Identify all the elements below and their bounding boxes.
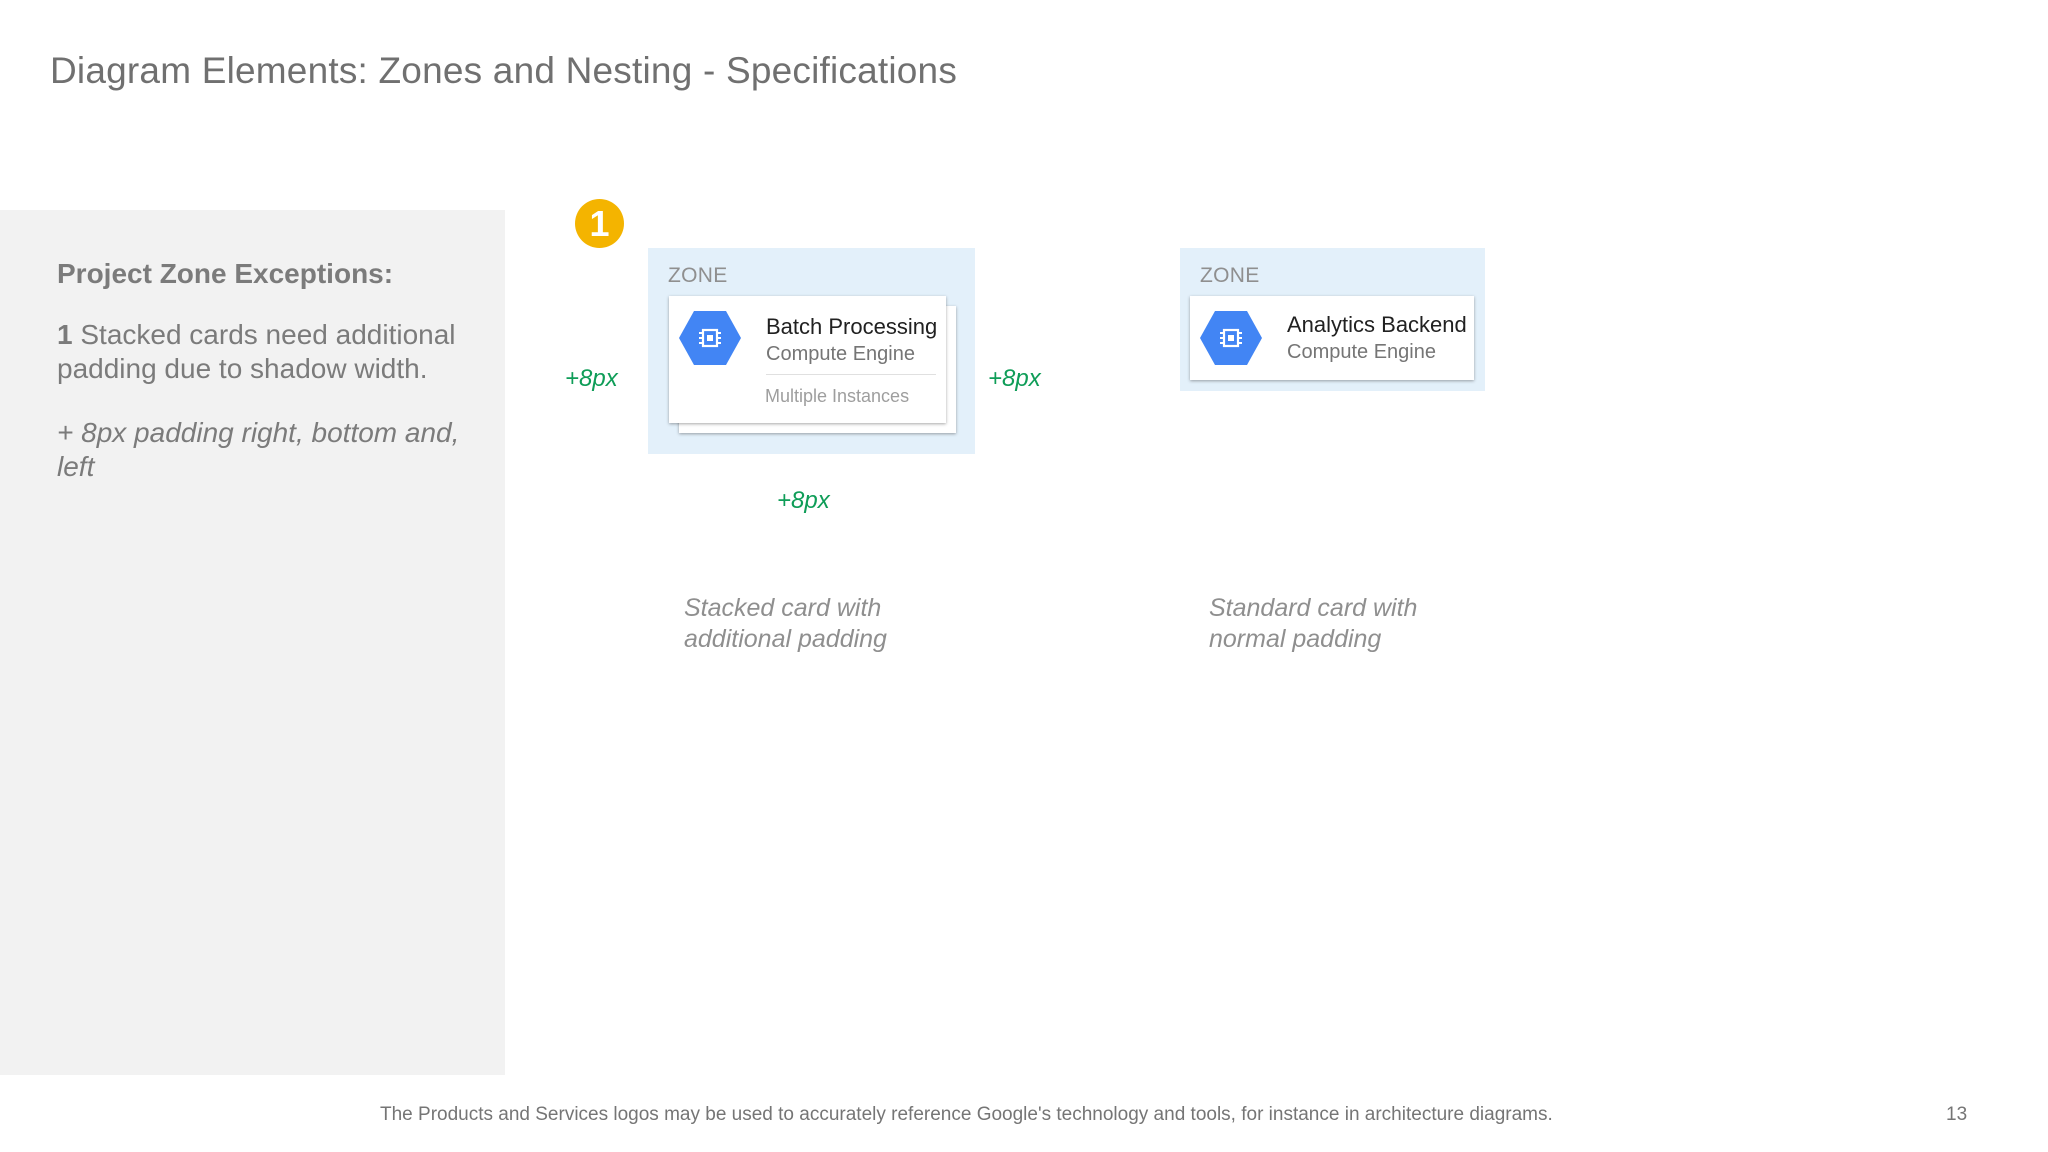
side-panel-heading: Project Zone Exceptions:	[57, 258, 394, 289]
card-title: Batch Processing	[766, 314, 938, 339]
callout-marker: 1	[575, 199, 624, 248]
note-text: Stacked cards need additional padding du…	[57, 319, 456, 384]
card-divider	[766, 374, 936, 375]
card-subtitle: Compute Engine	[766, 343, 915, 365]
padding-note: + 8px padding right, bottom and, left	[57, 417, 460, 482]
standard-card: Analytics Backend Compute Engine	[1190, 296, 1474, 380]
stacked-caption: Stacked card with additional padding	[684, 594, 887, 653]
zone-label: ZONE	[668, 264, 728, 287]
compute-engine-icon	[679, 311, 741, 365]
card-extra-label: Multiple Instances	[765, 386, 910, 406]
card-subtitle: Compute Engine	[1287, 341, 1436, 363]
standard-caption: Standard card with normal padding	[1209, 594, 1418, 653]
padding-bottom-label: +8px	[777, 487, 830, 514]
card-title: Analytics Backend	[1287, 312, 1467, 337]
stacked-card-front: Batch Processing Compute Engine Multiple…	[669, 296, 946, 423]
stacked-card-note: 1 Stacked cards need additional padding …	[57, 318, 477, 386]
footer-note: The Products and Services logos may be u…	[380, 1104, 1553, 1125]
zone-label: ZONE	[1200, 264, 1260, 287]
compute-engine-icon	[1200, 311, 1262, 365]
page-title: Diagram Elements: Zones and Nesting - Sp…	[50, 50, 958, 91]
page-number: 13	[1946, 1104, 1968, 1125]
side-panel	[0, 210, 505, 1075]
padding-right-label: +8px	[988, 365, 1041, 392]
note-number: 1	[57, 319, 73, 350]
padding-left-label: +8px	[565, 365, 618, 392]
